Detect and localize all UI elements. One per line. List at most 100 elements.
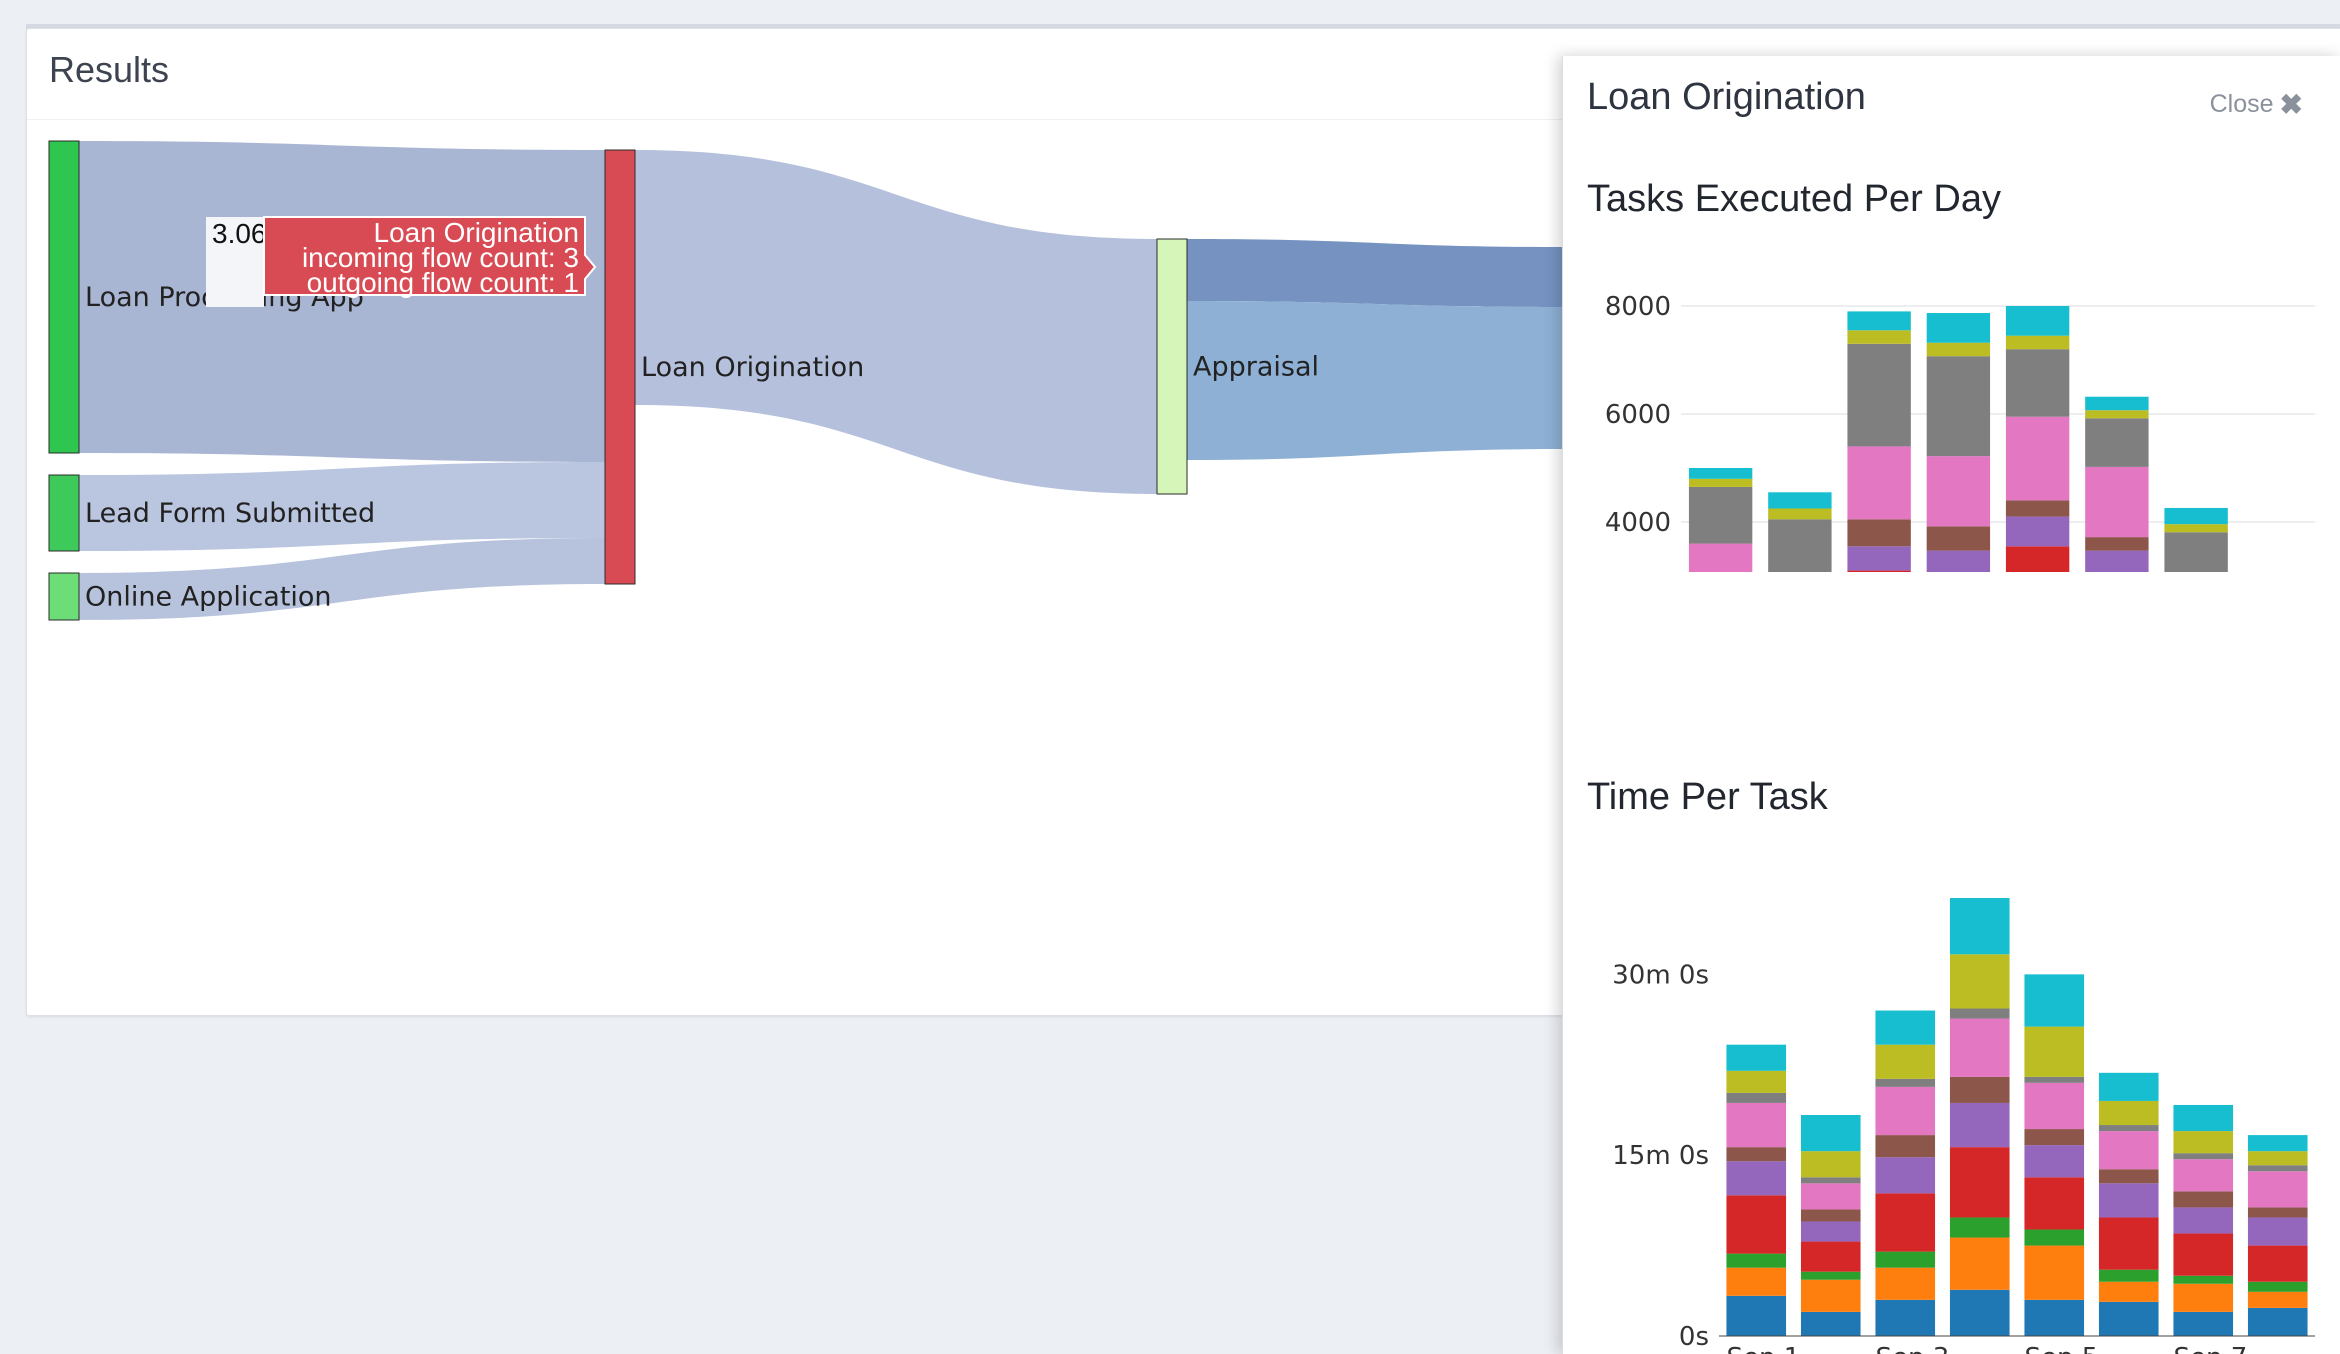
bar-segment[interactable] [2085, 418, 2149, 467]
bar-segment[interactable] [2024, 1082, 2085, 1130]
bar-segment[interactable] [2024, 1145, 2085, 1178]
bar-segment[interactable] [2173, 1283, 2234, 1312]
bar-segment[interactable] [1949, 1217, 2010, 1238]
bar-segment[interactable] [2098, 1183, 2159, 1218]
sankey-link-ap-out-2[interactable] [1187, 301, 1563, 460]
bar-segment[interactable] [1726, 1070, 1787, 1093]
bar-segment[interactable] [2098, 1301, 2159, 1336]
bar-segment[interactable] [2005, 516, 2070, 547]
bar-segment[interactable] [1926, 550, 1991, 572]
sankey-node-lpa[interactable] [48, 140, 80, 454]
bar-segment[interactable] [1726, 1102, 1787, 1148]
bar-segment[interactable] [1800, 1209, 1861, 1222]
sankey-node-oa[interactable] [48, 572, 80, 621]
bar-segment[interactable] [1800, 1151, 1861, 1178]
bar-segment[interactable] [1726, 1161, 1787, 1196]
bar-segment[interactable] [1949, 1076, 2010, 1103]
bar-segment[interactable] [2173, 1311, 2234, 1336]
bar-segment[interactable] [2247, 1281, 2308, 1292]
bar-segment[interactable] [2098, 1281, 2159, 1302]
bar-segment[interactable] [2085, 550, 2149, 572]
bar-segment[interactable] [1847, 519, 1911, 547]
bar-segment[interactable] [2005, 546, 2070, 572]
bar-segment[interactable] [2173, 1191, 2234, 1208]
bar-segment[interactable] [1726, 1253, 1787, 1268]
bar-segment[interactable] [1726, 1147, 1787, 1162]
bar-segment[interactable] [1847, 570, 1911, 572]
bar-segment[interactable] [2173, 1131, 2234, 1154]
bar-segment[interactable] [2164, 507, 2228, 525]
bar-segment[interactable] [1926, 526, 1991, 551]
bar-segment[interactable] [2085, 537, 2149, 551]
bar-segment[interactable] [2085, 410, 2149, 419]
bar-segment[interactable] [2247, 1165, 2308, 1172]
bar-segment[interactable] [1949, 954, 2010, 1009]
bar-segment[interactable] [1800, 1279, 1861, 1312]
sankey-link-ap-out-1[interactable] [1187, 239, 1563, 307]
bar-segment[interactable] [1688, 543, 1753, 572]
bar-segment[interactable] [1768, 492, 1832, 509]
bar-segment[interactable] [2005, 349, 2070, 417]
bar-segment[interactable] [2024, 974, 2085, 1027]
tasks-executed-chart[interactable]: 02000400060008000Sep 12019Sep 3Sep 5Sep … [1563, 232, 2340, 572]
bar-segment[interactable] [2024, 1129, 2085, 1146]
bar-segment[interactable] [2005, 416, 2070, 501]
close-button[interactable]: Close ✖ [2210, 88, 2303, 121]
bar-segment[interactable] [1875, 1078, 1936, 1087]
bar-segment[interactable] [1949, 898, 2010, 955]
bar-segment[interactable] [2024, 1177, 2085, 1230]
bar-segment[interactable] [2173, 1159, 2234, 1192]
bar-segment[interactable] [1949, 1102, 2010, 1148]
bar-segment[interactable] [2247, 1217, 2308, 1246]
bar-segment[interactable] [1688, 486, 1753, 544]
bar-segment[interactable] [2098, 1125, 2159, 1132]
bar-segment[interactable] [1875, 1251, 1936, 1268]
bar-segment[interactable] [1949, 1008, 2010, 1019]
bar-segment[interactable] [1949, 1018, 2010, 1077]
bar-segment[interactable] [1726, 1267, 1787, 1296]
bar-segment[interactable] [2005, 306, 2070, 336]
bar-segment[interactable] [1847, 343, 1911, 447]
bar-segment[interactable] [2085, 466, 2149, 538]
bar-segment[interactable] [1949, 1289, 2010, 1336]
bar-segment[interactable] [2247, 1135, 2308, 1152]
bar-segment[interactable] [2173, 1207, 2234, 1234]
bar-segment[interactable] [2247, 1291, 2308, 1308]
bar-segment[interactable] [2173, 1233, 2234, 1276]
bar-segment[interactable] [1726, 1195, 1787, 1254]
bar-segment[interactable] [1768, 519, 1832, 572]
bar-segment[interactable] [2247, 1245, 2308, 1282]
bar-segment[interactable] [2024, 1026, 2085, 1077]
bar-segment[interactable] [2024, 1076, 2085, 1083]
bar-segment[interactable] [1847, 546, 1911, 571]
bar-segment[interactable] [2005, 335, 2070, 350]
bar-segment[interactable] [1800, 1115, 1861, 1152]
bar-segment[interactable] [2098, 1131, 2159, 1170]
bar-segment[interactable] [1949, 1147, 2010, 1218]
bar-segment[interactable] [1875, 1193, 1936, 1252]
bar-segment[interactable] [1949, 1237, 2010, 1290]
bar-segment[interactable] [1800, 1271, 1861, 1280]
sankey-link-lfs-to-lo[interactable] [79, 462, 605, 551]
sankey-node-lfs[interactable] [48, 474, 80, 552]
bar-segment[interactable] [1847, 330, 1911, 344]
bar-segment[interactable] [1847, 446, 1911, 520]
bar-segment[interactable] [1926, 356, 1991, 457]
bar-segment[interactable] [2173, 1275, 2234, 1284]
bar-segment[interactable] [2098, 1269, 2159, 1282]
bar-segment[interactable] [2098, 1100, 2159, 1126]
bar-segment[interactable] [2247, 1207, 2308, 1218]
bar-segment[interactable] [1875, 1157, 1936, 1194]
bar-segment[interactable] [1688, 468, 1753, 479]
bar-segment[interactable] [2164, 524, 2228, 533]
bar-segment[interactable] [1688, 478, 1753, 487]
sankey-link-oa-to-lo[interactable] [79, 538, 605, 620]
bar-segment[interactable] [2098, 1217, 2159, 1270]
bar-segment[interactable] [2247, 1171, 2308, 1208]
bar-segment[interactable] [2247, 1151, 2308, 1166]
bar-segment[interactable] [2164, 532, 2228, 572]
bar-segment[interactable] [2005, 500, 2070, 517]
bar-segment[interactable] [1875, 1010, 1936, 1045]
